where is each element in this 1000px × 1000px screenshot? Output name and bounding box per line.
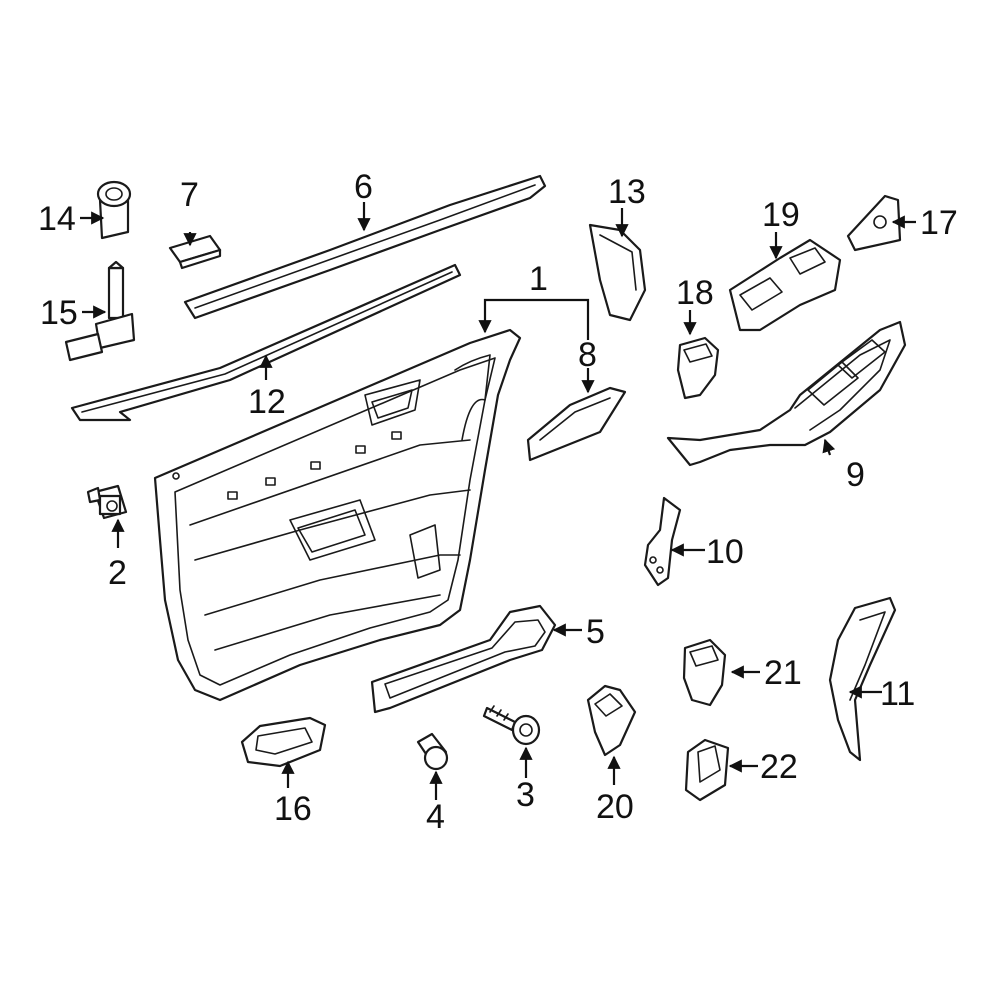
inside-handle [240, 716, 327, 768]
speaker-grille [526, 386, 627, 462]
mounting-bracket [643, 496, 682, 587]
callout-21: 21 [764, 654, 802, 692]
callout-8: 8 [578, 336, 597, 374]
callout-13: 13 [608, 173, 646, 211]
belt-molding [70, 263, 462, 422]
callout-1: 1 [529, 260, 548, 298]
upper-bracket [588, 223, 647, 322]
molding-clip [168, 234, 222, 270]
callout-6: 6 [354, 168, 373, 206]
callout-5: 5 [586, 613, 605, 651]
callout-10: 10 [706, 533, 744, 571]
switch-bezel-22 [684, 738, 730, 802]
callout-16: 16 [274, 790, 312, 828]
callout-4: 4 [426, 798, 445, 836]
grommet [96, 180, 132, 240]
callout-11: 11 [880, 675, 916, 713]
callout-9: 9 [846, 456, 865, 494]
callout-18: 18 [676, 274, 714, 312]
connector-clip [64, 260, 136, 362]
callout-2: 2 [108, 554, 127, 592]
callout-15: 15 [40, 294, 78, 332]
upper-trim-molding [183, 174, 547, 320]
callout-22: 22 [760, 748, 798, 786]
screw [482, 705, 541, 746]
callout-7: 7 [180, 176, 199, 214]
callout-14: 14 [38, 200, 76, 238]
side-trim-strip [828, 596, 897, 762]
callout-17: 17 [920, 204, 958, 242]
mirror-switch [846, 194, 902, 252]
switch-20 [586, 684, 637, 757]
single-window-switch [676, 336, 720, 400]
armrest-pull-cup [370, 604, 557, 714]
window-switch-bezel [666, 320, 907, 467]
door-trim-panel [153, 328, 522, 702]
switch-21 [682, 638, 727, 707]
callout-19: 19 [762, 196, 800, 234]
callout-20: 20 [596, 788, 634, 826]
master-window-switch [728, 238, 842, 332]
leader-lines [80, 202, 916, 800]
callout-3: 3 [516, 776, 535, 814]
retainer-clip [86, 484, 128, 520]
callout-12: 12 [248, 383, 286, 421]
push-pin [416, 732, 449, 771]
